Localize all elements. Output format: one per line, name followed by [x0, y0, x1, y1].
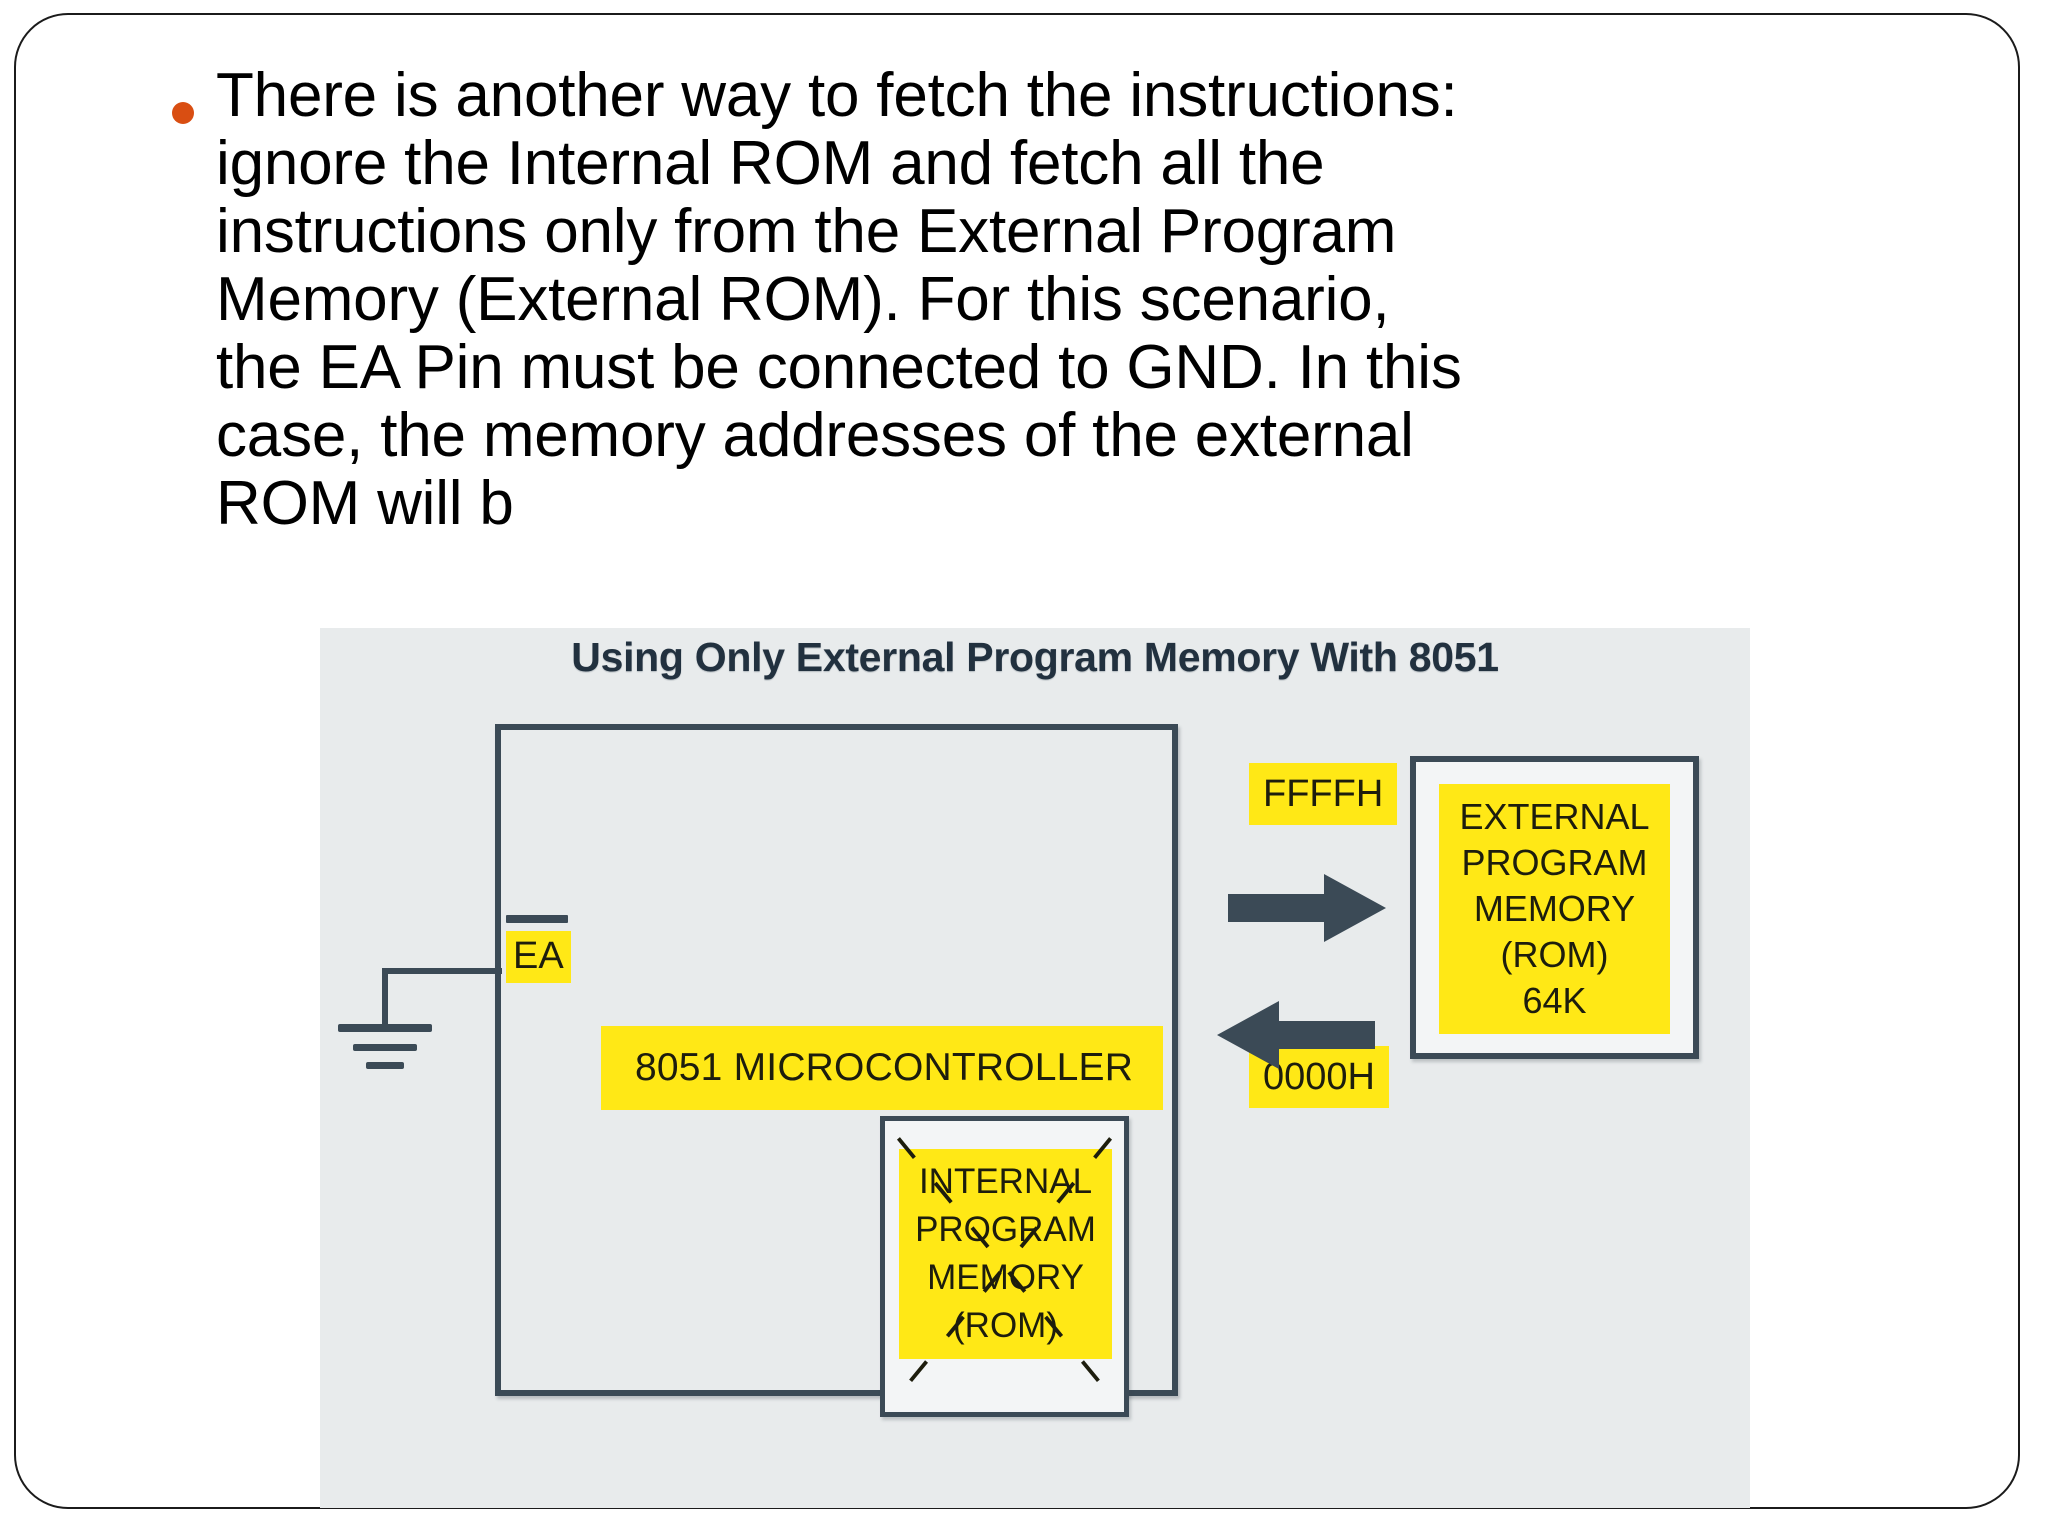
external-program-memory-label: EXTERNAL PROGRAM MEMORY (ROM) 64K — [1439, 784, 1670, 1034]
embedded-diagram-image: Using Only External Program Memory With … — [320, 628, 1750, 1508]
bullet-marker-icon — [172, 102, 194, 124]
arrow-right-icon — [1228, 874, 1386, 942]
diagram-title: Using Only External Program Memory With … — [571, 634, 1499, 680]
external-rom-line-1: EXTERNAL — [1459, 796, 1650, 837]
internal-rom-line-2: PROGRAM — [915, 1210, 1096, 1249]
internal-rom-crossout-icon — [896, 1137, 1113, 1397]
external-rom-line-4: (ROM) — [1500, 934, 1609, 975]
internal-program-memory-label: INTERNAL PROGRAM MEMORY (ROM) — [899, 1149, 1112, 1359]
external-program-memory-box: EXTERNAL PROGRAM MEMORY (ROM) 64K — [1410, 756, 1699, 1059]
bullet-list-item: There is another way to fetch the instru… — [172, 62, 1472, 538]
external-rom-line-3: MEMORY — [1473, 888, 1636, 929]
address-low-label: 0000H — [1249, 1046, 1389, 1108]
ea-overbar-icon — [506, 915, 568, 923]
ea-pin-group: EA — [498, 915, 628, 999]
ground-wire-vertical — [382, 968, 388, 1028]
slide-body-text: There is another way to fetch the instru… — [172, 62, 1472, 538]
bullet-paragraph: There is another way to fetch the instru… — [216, 61, 1462, 538]
external-rom-line-5: 64K — [1522, 980, 1587, 1021]
address-high-label: FFFFH — [1249, 763, 1398, 825]
ground-symbol-bar-2 — [353, 1044, 417, 1051]
internal-program-memory-box: INTERNAL PROGRAM MEMORY (ROM) — [880, 1116, 1129, 1417]
ground-symbol-bar-3 — [366, 1062, 404, 1069]
ground-symbol-bar-1 — [338, 1024, 432, 1032]
ground-wire-horizontal — [382, 968, 502, 974]
mcu-label: 8051 MICROCONTROLLER — [601, 1026, 1164, 1110]
internal-rom-line-4: (ROM) — [953, 1306, 1058, 1345]
arrow-left-icon — [1217, 1001, 1375, 1069]
ea-pin-label: EA — [506, 931, 571, 983]
external-rom-line-2: PROGRAM — [1461, 842, 1648, 883]
mcu-boundary-box — [495, 724, 1178, 1396]
internal-rom-line-3: MEMORY — [927, 1258, 1084, 1297]
